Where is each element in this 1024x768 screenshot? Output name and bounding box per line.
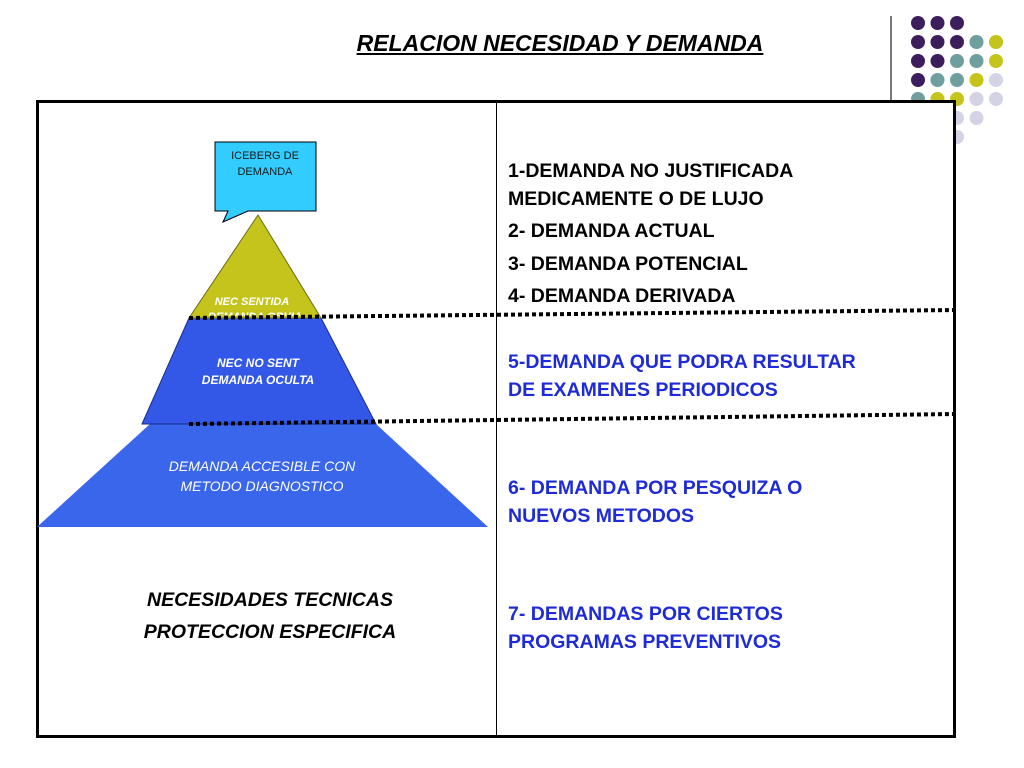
iceberg-callout-bubble [214, 141, 317, 223]
demand-item-5: 5-DEMANDA QUE PODRA RESULTAR DE EXAMENES… [508, 348, 948, 404]
decorative-dot [930, 35, 945, 49]
decorative-dot [930, 73, 945, 87]
demand-item-6-line1: 6- DEMANDA POR PESQUIZA O [508, 477, 803, 499]
pyramid-base-label-line1: DEMANDA ACCESIBLE CON [169, 458, 356, 474]
column-divider [496, 100, 497, 738]
left-caption-line1: NECESIDADES TECNICAS [147, 589, 393, 611]
demand-item-7-line2: PROGRAMAS PREVENTIVOS [508, 631, 782, 653]
demand-item-7: 7- DEMANDAS POR CIERTOS PROGRAMAS PREVEN… [508, 600, 948, 656]
demand-item-6-line2: NUEVOS METODOS [508, 505, 695, 527]
demand-item-5-line2: DE EXAMENES PERIODICOS [508, 379, 778, 401]
demand-item-2-line1: 2- DEMANDA ACTUAL [508, 220, 715, 242]
demand-item-5-line1: 5-DEMANDA QUE PODRA RESULTAR [508, 351, 856, 373]
demand-item-3: 3- DEMANDA POTENCIAL [508, 250, 948, 278]
demand-item-2: 2- DEMANDA ACTUAL [508, 217, 948, 245]
decorative-dot [969, 35, 984, 49]
pyramid-top-label-line2: DEMANDA OBVIA [208, 311, 302, 323]
decorative-dot [911, 73, 925, 87]
slide-title: RELACION NECESIDAD Y DEMANDA [356, 30, 764, 56]
decorative-dot [969, 73, 984, 87]
pyramid-base-label-line2: METODO DIAGNOSTICO [180, 478, 343, 494]
callout-text-line1: ICEBERG DE [231, 150, 299, 162]
pyramid-top-label-line1: NEC SENTIDA [215, 296, 290, 308]
dotted-separator-upper [188, 308, 957, 320]
pyramid-middle-label-line2: DEMANDA OCULTA [202, 373, 314, 387]
decorative-dot [969, 92, 984, 106]
pyramid-middle-section [141, 317, 377, 425]
left-caption-line2: PROTECCION ESPECIFICA [143, 621, 397, 643]
decorative-dot [989, 92, 1003, 106]
decorative-dot [969, 54, 984, 68]
demand-item-1-line2: MEDICAMENTE O DE LUJO [508, 188, 764, 210]
decorative-dot [930, 54, 945, 68]
decorative-dot [989, 54, 1003, 68]
demand-item-3-line1: 3- DEMANDA POTENCIAL [508, 253, 748, 275]
demand-item-6: 6- DEMANDA POR PESQUIZA O NUEVOS METODOS [508, 474, 948, 530]
decorative-dot [989, 73, 1003, 87]
decorative-dot-grid [911, 16, 1003, 144]
decorative-dot [911, 16, 925, 30]
decorative-dot [911, 35, 925, 49]
decorative-dot [911, 54, 925, 68]
callout-text-line2: DEMANDA [237, 166, 293, 178]
dotted-separator-lower [188, 412, 957, 426]
demand-item-4: 4- DEMANDA DERIVADA [508, 282, 948, 310]
left-caption: NECESIDADES TECNICAS PROTECCION ESPECIFI… [60, 584, 480, 648]
decorative-dot [950, 35, 964, 49]
decorative-dot [950, 16, 964, 30]
pyramid-base-section [37, 424, 488, 527]
demand-item-4-line1: 4- DEMANDA DERIVADA [508, 285, 736, 307]
decorative-dot [950, 54, 964, 68]
decorative-dot [950, 73, 964, 87]
demand-item-7-line1: 7- DEMANDAS POR CIERTOS [508, 603, 783, 625]
decorative-dot [930, 16, 945, 30]
decorative-dot [969, 111, 984, 125]
decorative-dot [989, 35, 1003, 49]
demand-item-1-line1: 1-DEMANDA NO JUSTIFICADA [508, 160, 794, 182]
pyramid-middle-label-line1: NEC NO SENT [217, 356, 301, 370]
demand-item-1: 1-DEMANDA NO JUSTIFICADA MEDICAMENTE O D… [508, 157, 948, 213]
